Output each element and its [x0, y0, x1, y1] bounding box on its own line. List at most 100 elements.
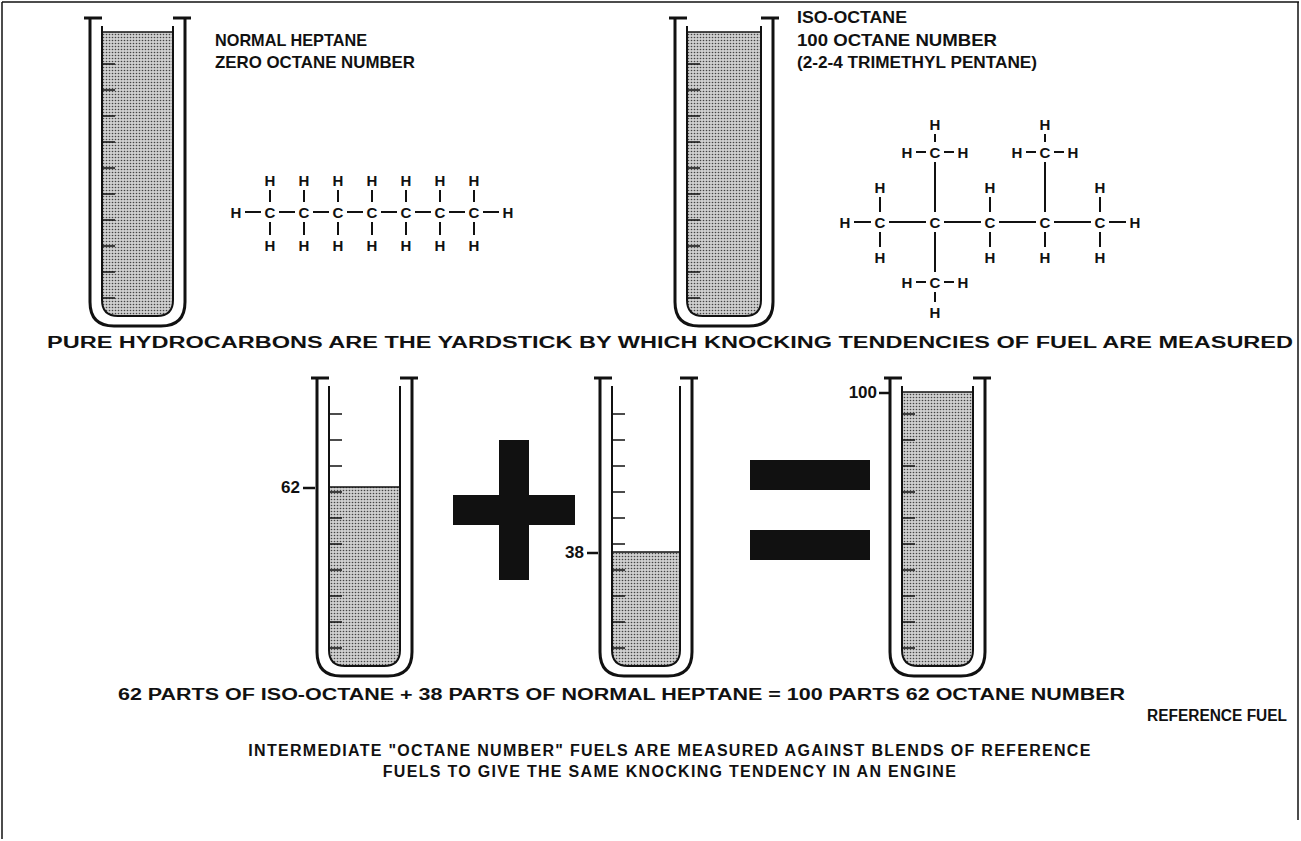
chemical-bond: [1026, 151, 1036, 153]
atom-symbol: H: [930, 305, 941, 320]
cylinder-inner-wall: [102, 26, 173, 316]
chemical-bond: [1099, 197, 1101, 212]
chemical-bond: [916, 281, 926, 283]
cylinder-inner-wall: [329, 386, 400, 666]
chemical-bond: [449, 211, 465, 213]
atom-symbol: C: [333, 205, 344, 220]
atom-symbol: H: [985, 250, 996, 265]
cylinder-lip: [884, 377, 991, 380]
atom-symbol: H: [985, 180, 996, 195]
chemical-bond: [879, 232, 881, 247]
chemical-bond: [989, 232, 991, 247]
atom-symbol: C: [367, 205, 378, 220]
graduated-cylinder: [594, 378, 698, 676]
scale-number: 62: [281, 478, 300, 498]
cylinder-inner-wall: [687, 26, 761, 316]
chemical-bond: [934, 292, 936, 302]
chemical-bond: [279, 211, 295, 213]
chemical-bond: [1054, 221, 1091, 223]
chemical-bond: [371, 190, 373, 202]
chemical-bond: [371, 222, 373, 235]
chemical-bond: [303, 222, 305, 235]
cylinder-wall: [90, 18, 185, 326]
chemical-bond: [337, 222, 339, 235]
atom-symbol: H: [1130, 215, 1141, 230]
atom-symbol: C: [930, 145, 941, 160]
atom-symbol: H: [367, 238, 378, 253]
cylinder-wall: [890, 378, 985, 676]
atom-symbol: H: [469, 173, 480, 188]
cylinder-wall: [317, 378, 412, 676]
octane-rating: 100 OCTANE NUMBER: [797, 31, 997, 51]
atom-symbol: H: [231, 205, 242, 220]
chemical-bond: [854, 221, 871, 223]
atom-symbol: H: [1095, 180, 1106, 195]
fuel-liquid: [902, 392, 973, 666]
octane-rating: ZERO OCTANE NUMBER: [215, 53, 415, 73]
chemical-bond: [889, 221, 926, 223]
cylinder-wall: [600, 378, 692, 676]
explanation-text: INTERMEDIATE "OCTANE NUMBER" FUELS ARE M…: [236, 740, 1104, 782]
chemical-bond: [879, 197, 881, 212]
graduation-ticks: [902, 414, 915, 648]
atom-symbol: H: [875, 180, 886, 195]
chemical-bond: [1099, 232, 1101, 247]
atom-symbol: H: [299, 173, 310, 188]
chemical-bond: [934, 232, 936, 272]
atom-symbol: C: [435, 205, 446, 220]
cylinder-inner-wall: [612, 386, 680, 666]
atom-symbol: H: [265, 238, 276, 253]
chemical-bond: [245, 211, 261, 213]
atom-symbol: H: [875, 250, 886, 265]
fuel-liquid: [329, 487, 400, 666]
atom-symbol: H: [1068, 145, 1079, 160]
atom-symbol: C: [469, 205, 480, 220]
fuel-liquid: [102, 32, 173, 316]
equals-sign: [750, 460, 870, 560]
liquid-level: [612, 551, 680, 553]
chemical-bond: [439, 222, 441, 235]
atom-symbol: H: [333, 173, 344, 188]
graduation-ticks: [687, 64, 700, 298]
compound-name: ISO-OCTANE: [797, 8, 907, 28]
statement: PURE HYDROCARBONS ARE THE YARDSTICK BY W…: [47, 334, 1293, 352]
chemical-bond: [269, 190, 271, 202]
chemical-bond: [269, 222, 271, 235]
compound-name: NORMAL HEPTANE: [215, 31, 367, 51]
chemical-bond: [347, 211, 363, 213]
chemical-bond: [415, 211, 431, 213]
atom-symbol: H: [333, 238, 344, 253]
atom-symbol: H: [469, 238, 480, 253]
liquid-level: [687, 31, 761, 33]
atom-symbol: H: [902, 145, 913, 160]
liquid-level: [329, 486, 400, 488]
graduated-cylinder: [669, 18, 779, 326]
equation-text: 62 PARTS OF ISO-OCTANE + 38 PARTS OF NOR…: [118, 686, 1125, 704]
atom-symbol: H: [265, 173, 276, 188]
chemical-bond: [944, 281, 954, 283]
chemical-bond: [1044, 232, 1046, 247]
atom-symbol: C: [985, 215, 996, 230]
fuel-liquid: [687, 32, 761, 316]
atom-symbol: H: [958, 275, 969, 290]
atom-symbol: C: [1040, 215, 1051, 230]
chemical-bond: [944, 151, 954, 153]
chemical-bond: [439, 190, 441, 202]
graduation-ticks: [329, 414, 342, 648]
chemical-bond: [989, 197, 991, 212]
graduated-cylinder: [84, 18, 191, 326]
chemical-bond: [313, 211, 329, 213]
atom-symbol: C: [299, 205, 310, 220]
liquid-level: [902, 391, 973, 393]
liquid-level: [102, 31, 173, 33]
chemical-bond: [337, 190, 339, 202]
atom-symbol: H: [1040, 117, 1051, 132]
scale-number: 38: [565, 543, 584, 563]
chemical-bond: [1109, 221, 1126, 223]
fuel-liquid: [612, 552, 680, 666]
graduation-ticks: [612, 414, 625, 648]
chemical-bond: [405, 222, 407, 235]
atom-symbol: H: [435, 238, 446, 253]
